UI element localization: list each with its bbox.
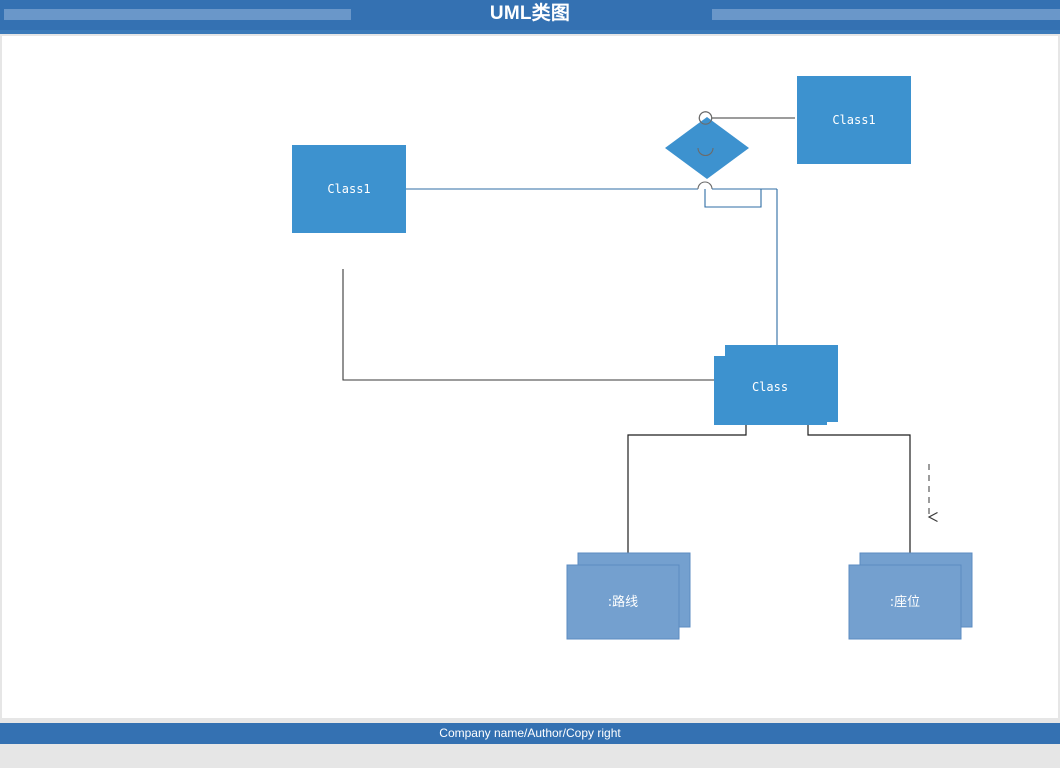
node-class1-top-right[interactable]: Class1 bbox=[797, 76, 911, 164]
node-class1-left[interactable]: Class1 bbox=[292, 145, 406, 233]
header-stripe-left bbox=[4, 9, 351, 20]
edge-class-to-seat[interactable] bbox=[807, 425, 911, 563]
node-label-class1-left: Class1 bbox=[327, 182, 370, 196]
edge-class1-left-to-diamond[interactable] bbox=[406, 181, 777, 190]
edge-class1-left-to-class[interactable] bbox=[342, 269, 714, 381]
edge-class-to-route[interactable] bbox=[627, 425, 747, 563]
diagram-canvas[interactable]: Class1 Class1 Class bbox=[2, 36, 1058, 718]
footer-caption: Company name/Author/Copy right bbox=[439, 726, 621, 740]
header-underline bbox=[0, 30, 1060, 34]
connector-layer bbox=[342, 111, 929, 563]
node-object-route[interactable]: :路线 bbox=[566, 552, 691, 640]
diagram-svg: Class1 Class1 Class bbox=[292, 76, 973, 640]
assoc-endpoint-circle-icon bbox=[698, 111, 713, 125]
footer-pad bbox=[0, 744, 1060, 768]
assoc-endpoint-arc-icon bbox=[697, 147, 714, 156]
node-class-center[interactable]: Class bbox=[714, 345, 838, 425]
node-label-class-center: Class bbox=[752, 380, 788, 394]
node-diamond-assoc[interactable] bbox=[665, 117, 749, 179]
footer-bar bbox=[0, 723, 1060, 744]
node-label-object-route: :路线 bbox=[608, 594, 638, 610]
node-object-seat[interactable]: :座位 bbox=[848, 552, 973, 640]
page-title: UML类图 bbox=[489, 3, 571, 24]
node-label-object-seat: :座位 bbox=[890, 595, 920, 610]
header-stripe-right bbox=[712, 9, 1060, 20]
node-label-class1-top-right: Class1 bbox=[832, 113, 875, 127]
header-bar bbox=[0, 0, 1060, 30]
